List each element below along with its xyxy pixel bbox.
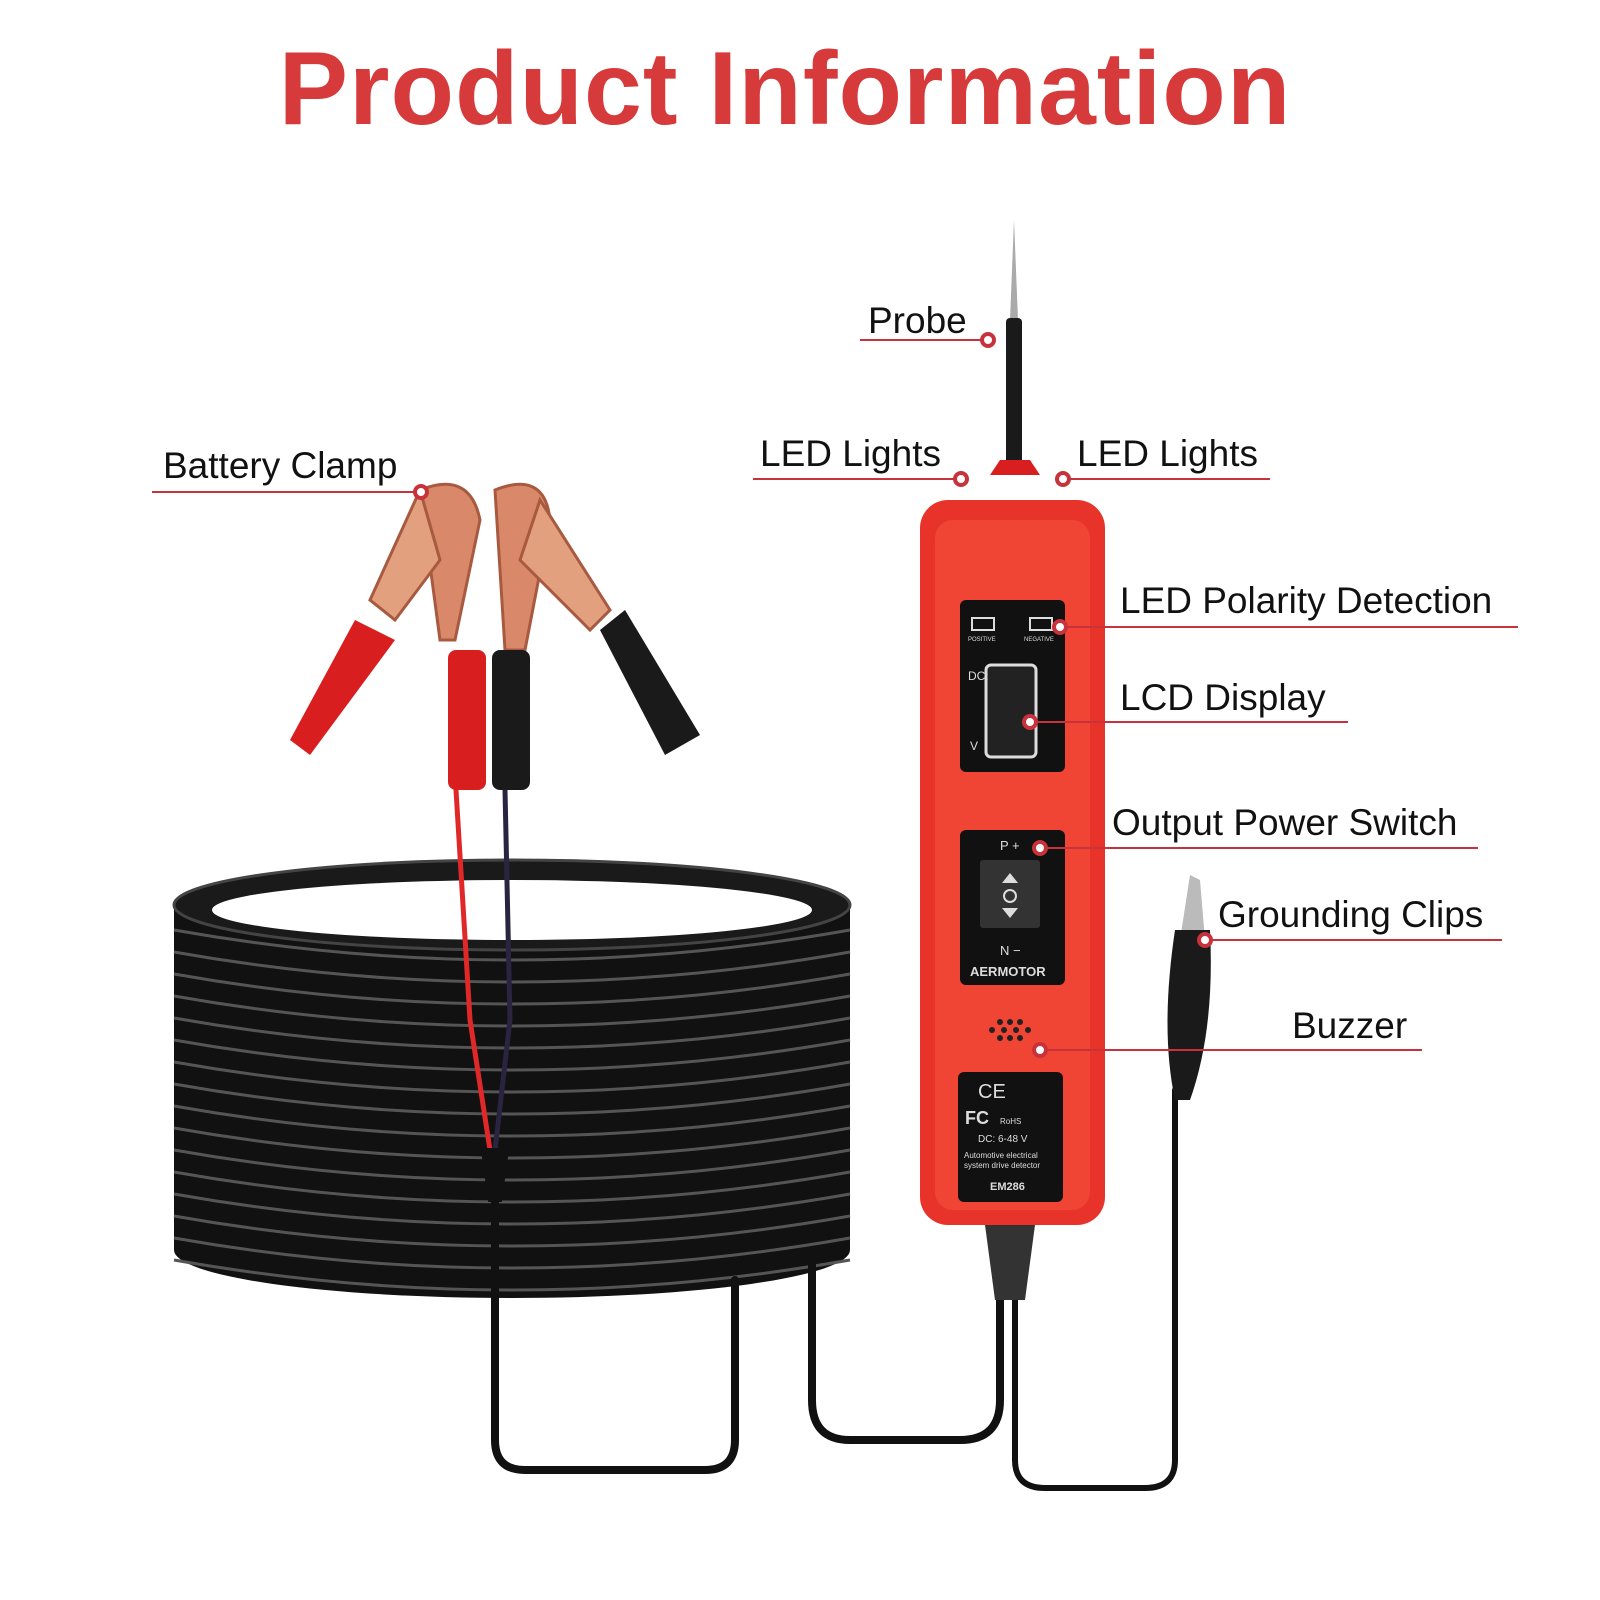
switch-n-label: N − [1000,943,1021,958]
buzzer-hole [1007,1035,1013,1041]
label-battery-clamp: Battery Clamp [163,445,398,486]
buzzer-hole [1007,1019,1013,1025]
coil-ring [173,950,851,984]
buzzer-hole [997,1035,1003,1041]
coil-ring [173,1236,851,1270]
battery-clamp-black [492,482,700,790]
cable-coil [172,858,852,1298]
buzzer-hole [1017,1019,1023,1025]
model-number: EM286 [990,1181,1025,1193]
voltage-text: DC: 6-48 V [978,1134,1028,1145]
probe [990,220,1040,475]
coil-ring [173,1214,851,1248]
buzzer-hole [989,1027,995,1033]
pointer-dots [413,332,1213,1058]
label-probe: Probe [868,300,967,341]
buzzer-hole [1025,1027,1031,1033]
switch-p-label: P + [1000,838,1020,853]
buzzer-hole [1001,1027,1007,1033]
coil-ring [173,1082,851,1116]
grounding-clip [1167,875,1211,1100]
label-led-lights-right: LED Lights [1077,433,1258,474]
label-led-lights-left: LED Lights [760,433,941,474]
negative-label: NEGATIVE [1024,637,1054,643]
label-buzzer: Buzzer [1292,1005,1408,1046]
coil-ring [173,994,851,1028]
coil-ring [173,1104,851,1138]
coil-ring [173,1148,851,1182]
dc-label: DC: [968,669,989,683]
brand-logo: AERMOTOR [970,964,1046,979]
coil-ring [173,1126,851,1160]
coil-ring [173,1038,851,1072]
coil-ring [173,1192,851,1226]
label-grounding-clips: Grounding Clips [1218,894,1484,935]
battery-clamp-red [290,482,486,790]
coil-ring [173,1060,851,1094]
coil-ring [173,928,851,962]
fc-mark: FC [965,1108,989,1128]
cables [453,787,1178,1491]
ce-mark: CE [978,1081,1006,1103]
coil-ring [173,1258,851,1292]
buzzer-hole [1017,1035,1023,1041]
coil-ring [173,1016,851,1050]
buzzer-hole [997,1019,1003,1025]
coil-ring [173,1170,851,1204]
tester-body [920,500,1105,1300]
desc-line-1: Automotive electrical [964,1151,1038,1160]
label-led-polarity: LED Polarity Detection [1120,580,1493,621]
label-output-switch: Output Power Switch [1112,802,1458,843]
label-lcd-display: LCD Display [1120,677,1326,718]
v-label: V [970,739,978,753]
pointer-lines [152,339,1518,1051]
buzzer-hole [1013,1027,1019,1033]
rohs-mark: RoHS [1000,1117,1021,1126]
positive-label: POSITIVE [968,637,996,643]
desc-line-2: system drive detector [964,1161,1040,1170]
page-title: Product Information [278,31,1292,147]
